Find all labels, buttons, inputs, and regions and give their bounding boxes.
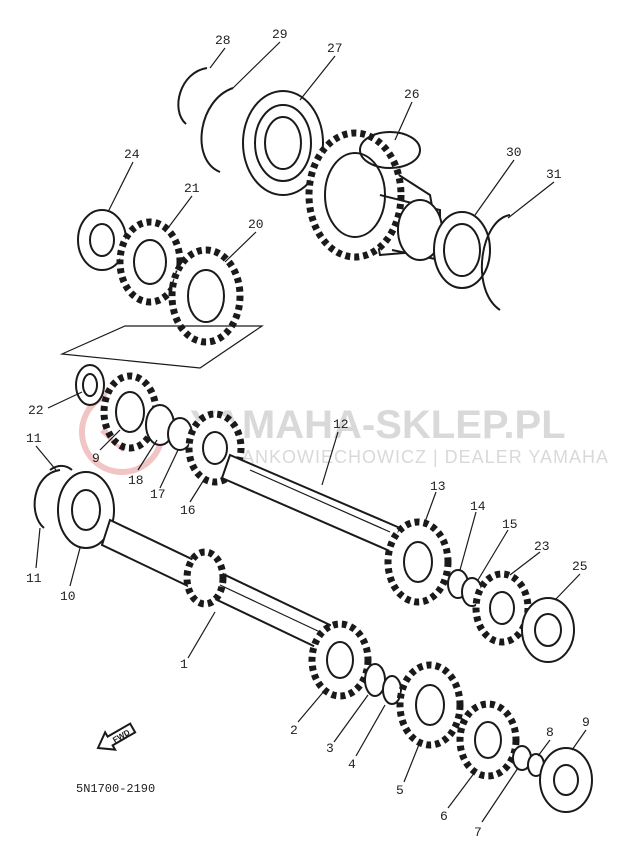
- callout-27: 27: [327, 41, 343, 56]
- callout-11-upper: 11: [26, 431, 42, 446]
- gear-2: [308, 620, 372, 700]
- circlip-11-tab: [49, 464, 73, 471]
- gear-6: [456, 700, 520, 780]
- callout-5: 5: [396, 783, 404, 798]
- bearing-25: [521, 597, 575, 663]
- callout-17: 17: [150, 487, 166, 502]
- callout-18: 18: [128, 473, 144, 488]
- callout-15: 15: [502, 517, 518, 532]
- bearing-9: [539, 747, 593, 813]
- gear-21: [116, 218, 184, 306]
- gear-set-upper-left: [59, 209, 264, 369]
- fwd-arrow-icon: FWD: [96, 722, 137, 751]
- callout-26: 26: [404, 87, 420, 102]
- callout-13: 13: [430, 479, 446, 494]
- circlip-31: [480, 214, 511, 311]
- callout-30: 30: [506, 145, 522, 160]
- watermark-subtitle: JANKOWIECHOWICZ | DEALER YAMAHA: [232, 447, 609, 467]
- callout-2: 2: [290, 723, 298, 738]
- washer-17: [167, 417, 193, 451]
- circlip-29: [200, 87, 234, 173]
- callout-1: 1: [180, 657, 188, 672]
- bearing-10: [57, 471, 115, 549]
- callout-22: 22: [28, 403, 44, 418]
- callout-labels: 28 29 27 26 24 21 20 30 31 22 12 11 9 18…: [26, 27, 590, 840]
- callout-16: 16: [180, 503, 196, 518]
- callout-6: 6: [440, 809, 448, 824]
- gear-5: [396, 661, 464, 749]
- washer-3: [364, 663, 386, 697]
- callout-10: 10: [60, 589, 76, 604]
- callout-3: 3: [326, 741, 334, 756]
- drive-axle-group: [177, 67, 511, 311]
- gear-13: [384, 518, 452, 606]
- main-axle-group: [75, 364, 575, 663]
- callout-9-upper: 9: [92, 451, 100, 466]
- gear-20: [168, 246, 244, 346]
- callout-24: 24: [124, 147, 140, 162]
- leader-lines: [35, 41, 587, 823]
- callout-14: 14: [470, 499, 486, 514]
- callout-28: 28: [215, 33, 231, 48]
- callout-31: 31: [546, 167, 562, 182]
- callout-29: 29: [272, 27, 288, 42]
- callout-21: 21: [184, 181, 200, 196]
- callout-7: 7: [474, 825, 482, 840]
- callout-8: 8: [546, 725, 554, 740]
- collar-30: [433, 211, 491, 289]
- callout-4: 4: [348, 757, 356, 772]
- watermark: YAMAHA-SKLEP.PL JANKOWIECHOWICZ | DEALER…: [79, 389, 609, 475]
- gear-26: [305, 129, 443, 262]
- main-axle-12: [220, 453, 402, 554]
- callout-23: 23: [534, 539, 550, 554]
- callout-9-lower: 9: [582, 715, 590, 730]
- watermark-brand: YAMAHA-SKLEP.PL: [190, 403, 566, 447]
- circlip-28: [177, 67, 208, 125]
- callout-12: 12: [333, 417, 349, 432]
- circlip-11-upper: [33, 469, 61, 529]
- callout-25: 25: [572, 559, 588, 574]
- lower-axle-group: [33, 464, 593, 813]
- axle-1-integral-gear: [183, 548, 227, 608]
- alternative-parts-bracket: [59, 325, 264, 369]
- bearing-27: [242, 90, 324, 196]
- gear-23: [472, 570, 532, 646]
- callout-20: 20: [248, 217, 264, 232]
- part-code: 5N1700-2190: [76, 782, 155, 796]
- collar-22: [75, 364, 105, 406]
- callout-11-lower: 11: [26, 571, 42, 586]
- circlip-4: [382, 675, 402, 705]
